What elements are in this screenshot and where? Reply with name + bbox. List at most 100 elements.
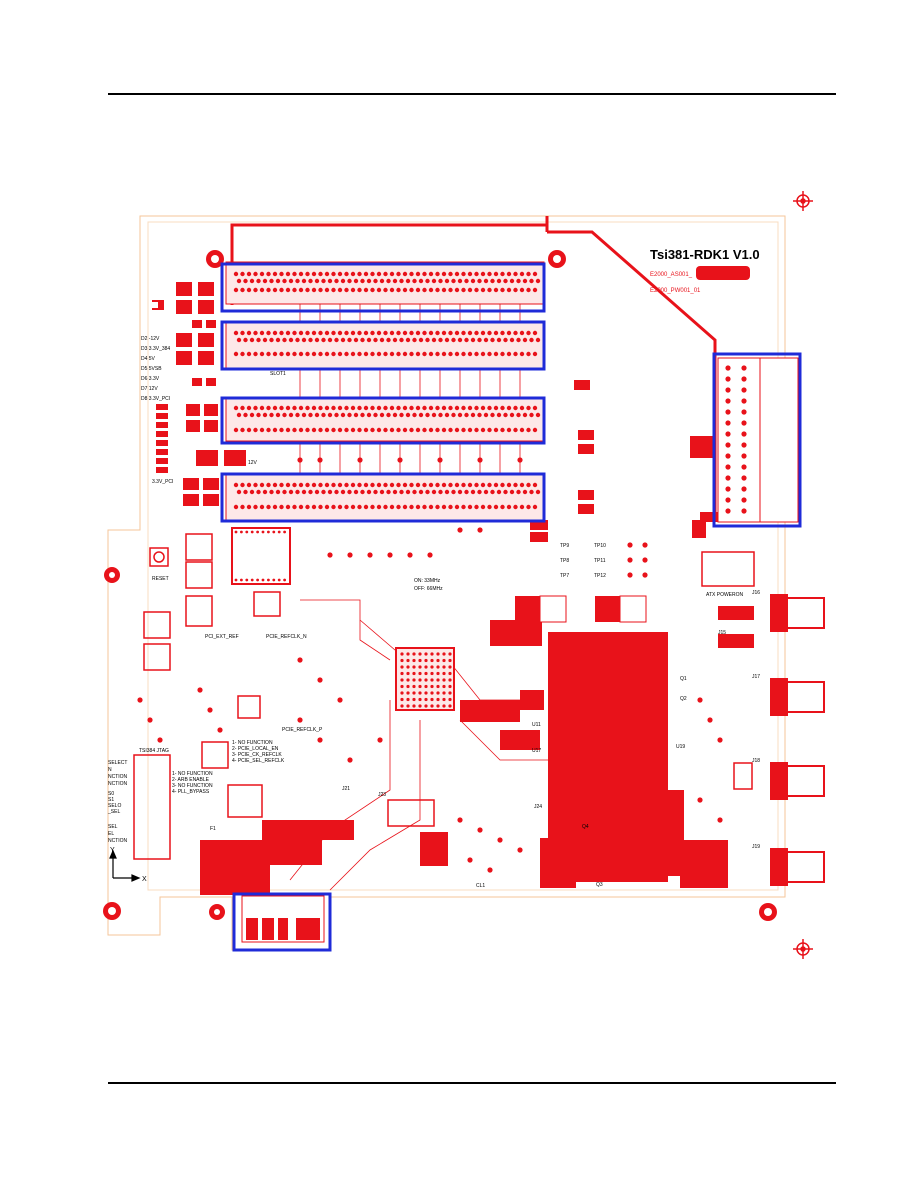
pin-pad — [425, 278, 430, 284]
pin-pad — [353, 489, 359, 495]
pin-pad — [725, 376, 731, 382]
pin-pad — [243, 489, 248, 495]
pin-pad — [519, 351, 525, 357]
pin-pad — [532, 405, 538, 411]
pin-pad — [279, 271, 284, 277]
pin-pad — [275, 278, 281, 284]
pin-pad — [240, 427, 245, 433]
pin-pad — [272, 578, 276, 582]
pin-pad — [233, 405, 239, 411]
pin-pad — [441, 482, 447, 488]
pin-pad — [253, 330, 258, 336]
pin-pad — [357, 482, 362, 488]
pin-pad — [376, 405, 382, 411]
pin-pad — [490, 337, 495, 343]
pin-pad — [513, 271, 518, 277]
pin-pad — [256, 278, 261, 284]
pin-pad — [311, 504, 317, 510]
pin-pad — [424, 691, 428, 695]
footer-rule — [108, 1082, 836, 1084]
pin-pad — [454, 287, 460, 293]
pin-pad — [347, 552, 353, 558]
pin-pad — [503, 278, 508, 284]
pin-pad — [275, 412, 281, 418]
pin-pad — [435, 405, 440, 411]
pin-pad — [321, 337, 326, 343]
pin-pad — [370, 351, 375, 357]
pin-pad — [308, 489, 313, 495]
pin-pad — [318, 330, 323, 336]
pin-pad — [283, 578, 286, 582]
pin-pad — [370, 504, 375, 510]
pin-pad — [430, 652, 434, 656]
pin-pad — [436, 652, 440, 656]
pin-pad — [496, 337, 502, 343]
pin-pad — [334, 278, 339, 284]
pin-pad — [357, 457, 363, 463]
pin-pad — [480, 405, 486, 411]
pin-pad — [430, 704, 434, 708]
switch-legend: 1- NO FUNCTION — [232, 740, 273, 746]
pin-pad — [402, 405, 408, 411]
pin-pad — [147, 717, 153, 723]
pin-pad — [357, 405, 362, 411]
pin-pad — [409, 482, 414, 488]
pin-pad — [412, 697, 416, 702]
pin-pad — [430, 697, 434, 702]
pin-pad — [461, 405, 466, 411]
pin-pad — [513, 427, 518, 433]
testpoint-label: TP8 — [560, 558, 569, 564]
pin-pad — [480, 271, 486, 277]
pin-pad — [431, 489, 437, 495]
pin-pad — [331, 405, 336, 411]
pin-pad — [337, 271, 343, 277]
pin-pad — [277, 578, 281, 582]
pin-pad — [279, 482, 284, 488]
pin-pad — [314, 412, 320, 418]
pin-pad — [477, 337, 482, 343]
pin-pad — [314, 489, 320, 495]
pin-pad — [389, 351, 395, 357]
pin-pad — [402, 271, 408, 277]
pin-pad — [305, 427, 310, 433]
pin-pad — [240, 504, 245, 510]
pin-pad — [386, 278, 391, 284]
pin-pad — [246, 405, 252, 411]
power-label: 3.3V_PCI — [152, 479, 173, 485]
pin-pad — [725, 398, 731, 404]
misc-label: J23 — [378, 792, 386, 798]
pin-pad — [396, 427, 401, 433]
pin-pad — [477, 527, 483, 533]
pin-pad — [282, 412, 287, 418]
pin-pad — [422, 287, 427, 293]
pin-pad — [344, 287, 349, 293]
pin-pad — [427, 552, 433, 558]
pin-pad — [448, 678, 452, 682]
pin-pad — [448, 482, 453, 488]
pin-pad — [269, 337, 274, 343]
pin-pad — [376, 427, 382, 433]
pin-pad — [373, 337, 378, 343]
pin-pad — [311, 351, 317, 357]
pin-pad — [400, 691, 404, 695]
pin-pad — [430, 665, 434, 669]
pin-pad — [697, 697, 703, 703]
pin-pad — [480, 351, 486, 357]
pin-pad — [363, 287, 369, 293]
pin-pad — [321, 412, 326, 418]
pin-pad — [340, 337, 346, 343]
pin-pad — [526, 287, 531, 293]
pin-pad — [451, 489, 456, 495]
pin-pad — [292, 287, 297, 293]
pin-pad — [500, 504, 505, 510]
pin-pad — [376, 504, 382, 510]
pin-pad — [474, 427, 479, 433]
pin-pad — [436, 665, 440, 669]
pin-pad — [305, 351, 310, 357]
pin-pad — [442, 697, 446, 702]
jtag-legend: 4- PLL_BYPASS — [172, 789, 210, 795]
pin-pad — [454, 427, 460, 433]
pin-pad — [246, 427, 252, 433]
pin-pad — [431, 337, 437, 343]
pin-pad — [297, 657, 303, 663]
